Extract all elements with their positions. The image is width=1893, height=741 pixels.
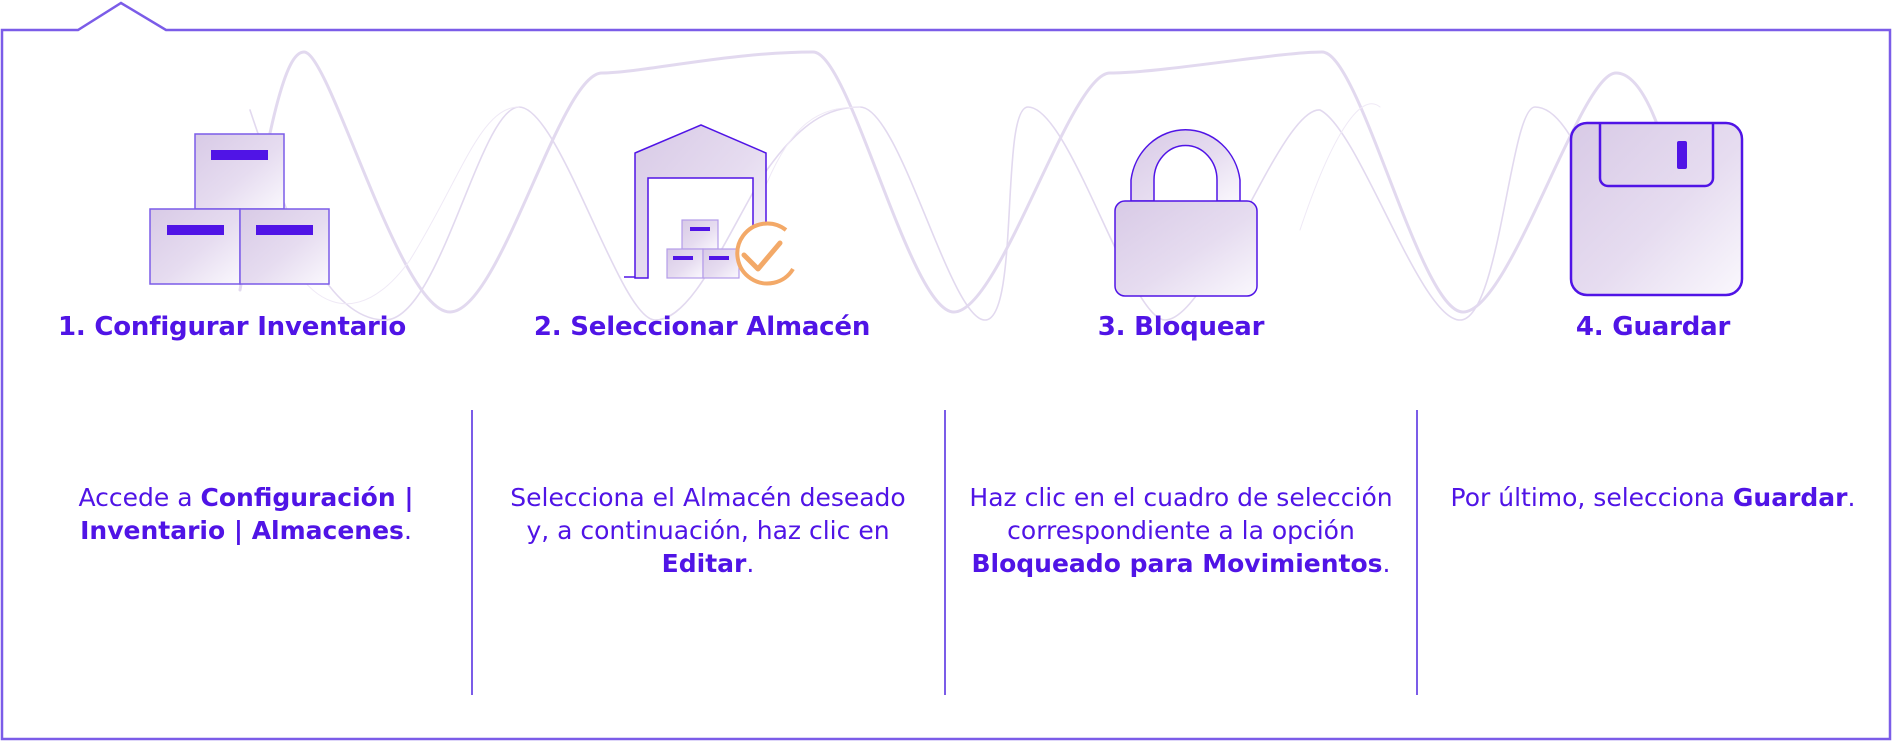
boxes-icon <box>149 133 330 285</box>
step-4: 4. Guardar Por último, selecciona Guarda… <box>1417 0 1889 741</box>
step-description: Por último, selecciona Guardar. <box>1427 481 1879 514</box>
desc-text: Selecciona el Almacén deseado y, a conti… <box>510 483 906 545</box>
desc-text: . <box>403 516 412 545</box>
desc-text: Haz clic en el cuadro de selección corre… <box>969 483 1393 545</box>
floppy-disk-icon <box>1569 121 1744 297</box>
step-divider <box>471 410 473 695</box>
step-title: 1. Configurar Inventario <box>57 312 407 342</box>
desc-text: Por último, selecciona <box>1450 483 1733 512</box>
step-description: Haz clic en el cuadro de selección corre… <box>960 481 1402 580</box>
desc-text: Accede a <box>78 483 201 512</box>
desc-emphasis: Configuración | Inventario | Almacenes <box>80 483 414 545</box>
step-title: 4. Guardar <box>1575 312 1731 342</box>
step-divider <box>944 410 946 695</box>
step-title: 2. Seleccionar Almacén <box>533 312 871 342</box>
desc-emphasis: Guardar <box>1732 483 1848 512</box>
step-3: 3. Bloquear Haz clic en el cuadro de sel… <box>945 0 1417 741</box>
desc-text: . <box>1382 549 1391 578</box>
step-title: 3. Bloquear <box>1097 312 1265 342</box>
step-divider <box>1416 410 1418 695</box>
desc-emphasis: Editar <box>661 549 747 578</box>
step-description: Selecciona el Almacén deseado y, a conti… <box>502 481 914 580</box>
step-description: Accede a Configuración | Inventario | Al… <box>60 481 432 547</box>
warehouse-check-icon <box>624 124 795 286</box>
step-2: 2. Seleccionar Almacén Selecciona el Alm… <box>472 0 944 741</box>
lock-icon <box>1114 129 1258 297</box>
desc-text: . <box>1847 483 1856 512</box>
desc-emphasis: Bloqueado para Movimientos <box>971 549 1383 578</box>
step-1: 1. Configurar Inventario Accede a Config… <box>0 0 472 741</box>
desc-text: . <box>746 549 755 578</box>
